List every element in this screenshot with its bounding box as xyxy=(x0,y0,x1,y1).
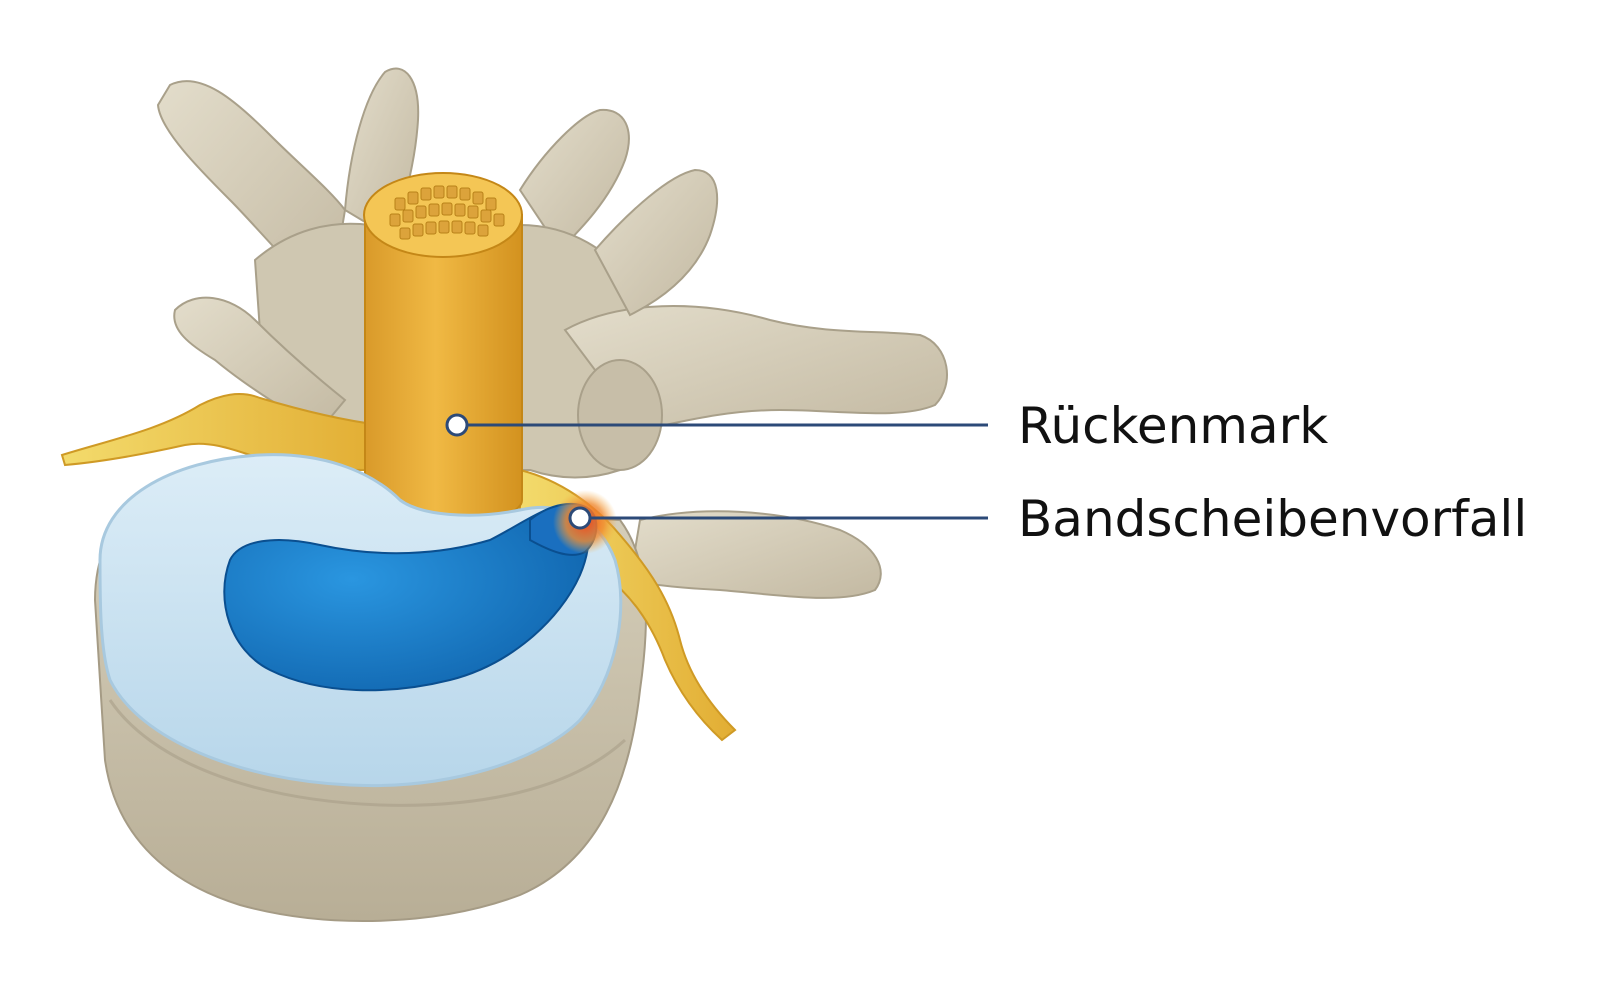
marker-spinal-cord xyxy=(445,413,469,437)
spinal-cord-column xyxy=(364,214,523,527)
spinal-cord xyxy=(363,172,523,527)
nerve-fibers xyxy=(389,185,505,240)
label-text-herniated-disc: Bandscheibenvorfall xyxy=(1018,490,1527,548)
label-text-spinal-cord: Rückenmark xyxy=(1018,397,1328,455)
left-lower-process xyxy=(173,296,347,432)
label-herniated-disc: Bandscheibenvorfall xyxy=(568,490,1527,548)
facet-joint xyxy=(577,359,663,471)
marker-herniated-disc xyxy=(568,506,592,530)
vertebral-body-ridge xyxy=(108,699,627,807)
right-lower-process xyxy=(628,510,882,599)
right-upper-articular xyxy=(593,168,719,317)
intervertebral-disc xyxy=(98,453,623,788)
upper-right-process xyxy=(518,108,630,252)
label-spinal-cord: Rückenmark xyxy=(445,397,1328,455)
